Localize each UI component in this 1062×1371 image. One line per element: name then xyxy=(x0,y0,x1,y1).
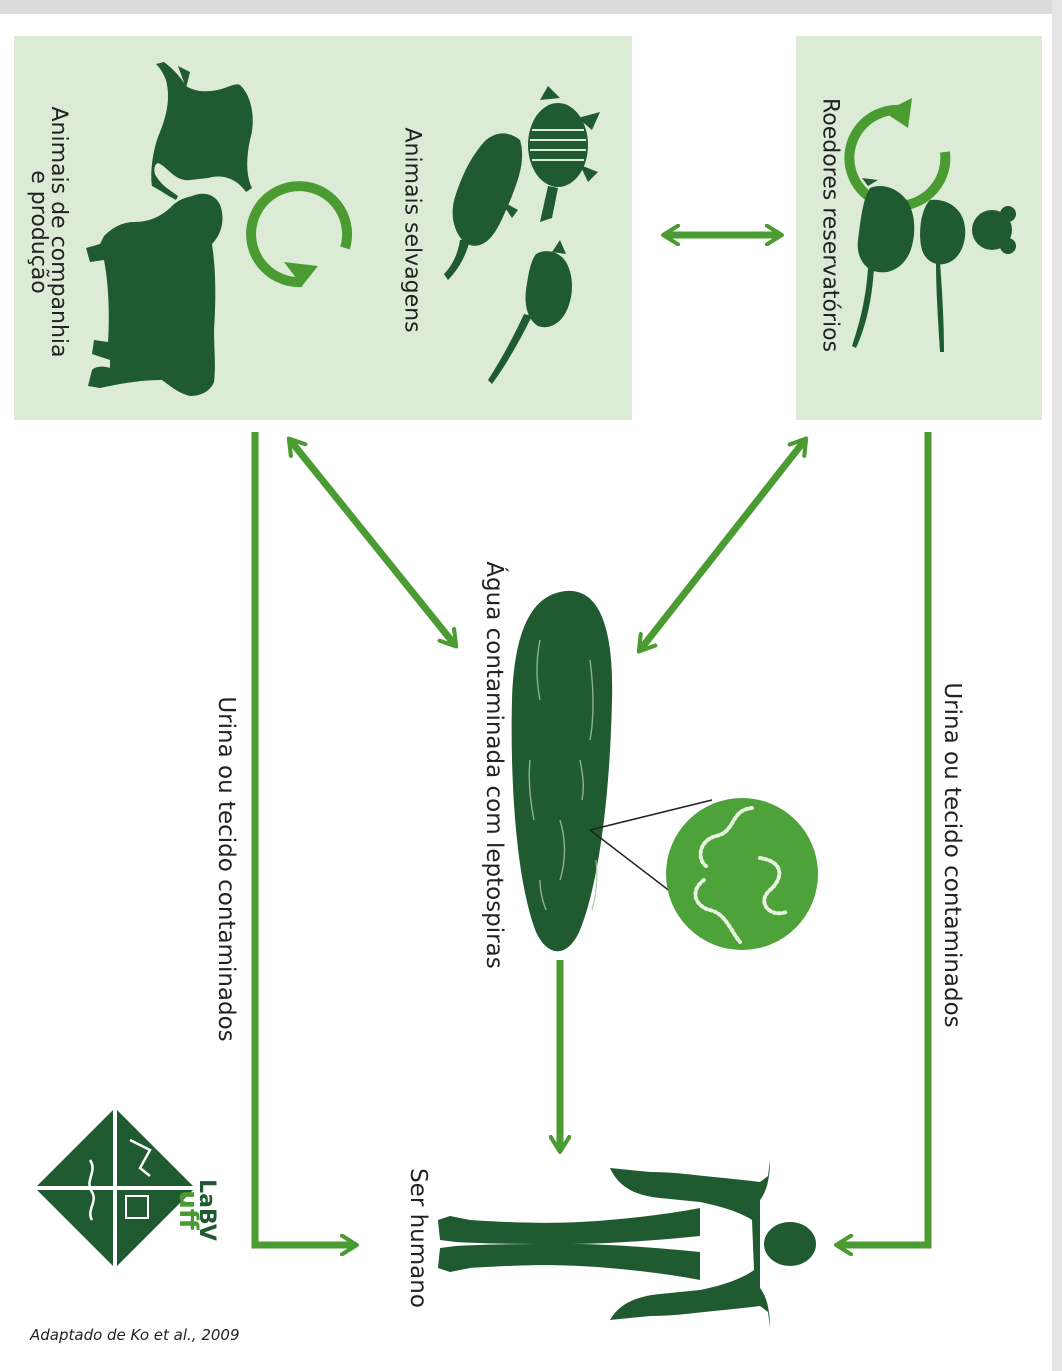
coati-icon xyxy=(444,133,522,280)
water-puddle-icon xyxy=(512,591,613,951)
cycle-arrow-icon xyxy=(251,186,347,286)
leptospira-icon xyxy=(666,798,818,950)
rodents-label: Roedores reservatórios xyxy=(818,98,843,352)
human-icon xyxy=(438,1160,816,1328)
armadillo-icon xyxy=(528,86,600,222)
opossum-icon xyxy=(488,240,572,384)
labv-uff-logo xyxy=(35,1108,195,1268)
water-label: Água contaminada com leptospiras xyxy=(481,561,507,968)
mouse-icon xyxy=(920,200,1016,352)
cycle-arrow-icon xyxy=(849,98,945,206)
rat-icon xyxy=(852,178,914,348)
human-label: Ser humano xyxy=(405,1168,431,1308)
cow-icon xyxy=(86,194,223,396)
companion-animals-line1: Animais de companhia xyxy=(48,107,68,358)
companion-animals-line2: e produção xyxy=(28,107,48,358)
right-route-label: Urina ou tecido contaminados xyxy=(939,682,965,1027)
arrow-rodents-human xyxy=(838,432,928,1245)
arrow-animals-water xyxy=(290,440,455,645)
left-route-label: Urina ou tecido contaminados xyxy=(213,696,239,1041)
companion-animals-label: Animais de companhia e produção xyxy=(28,107,68,358)
wild-animals-label: Animais selvagens xyxy=(400,127,425,332)
dog-icon xyxy=(151,62,252,200)
arrow-rodents-water xyxy=(640,440,805,650)
source-credit: Adaptado de Ko et al., 2009 xyxy=(30,1326,240,1344)
arrow-animals-human xyxy=(255,432,355,1245)
uff-logo-text: uff xyxy=(173,1190,203,1231)
